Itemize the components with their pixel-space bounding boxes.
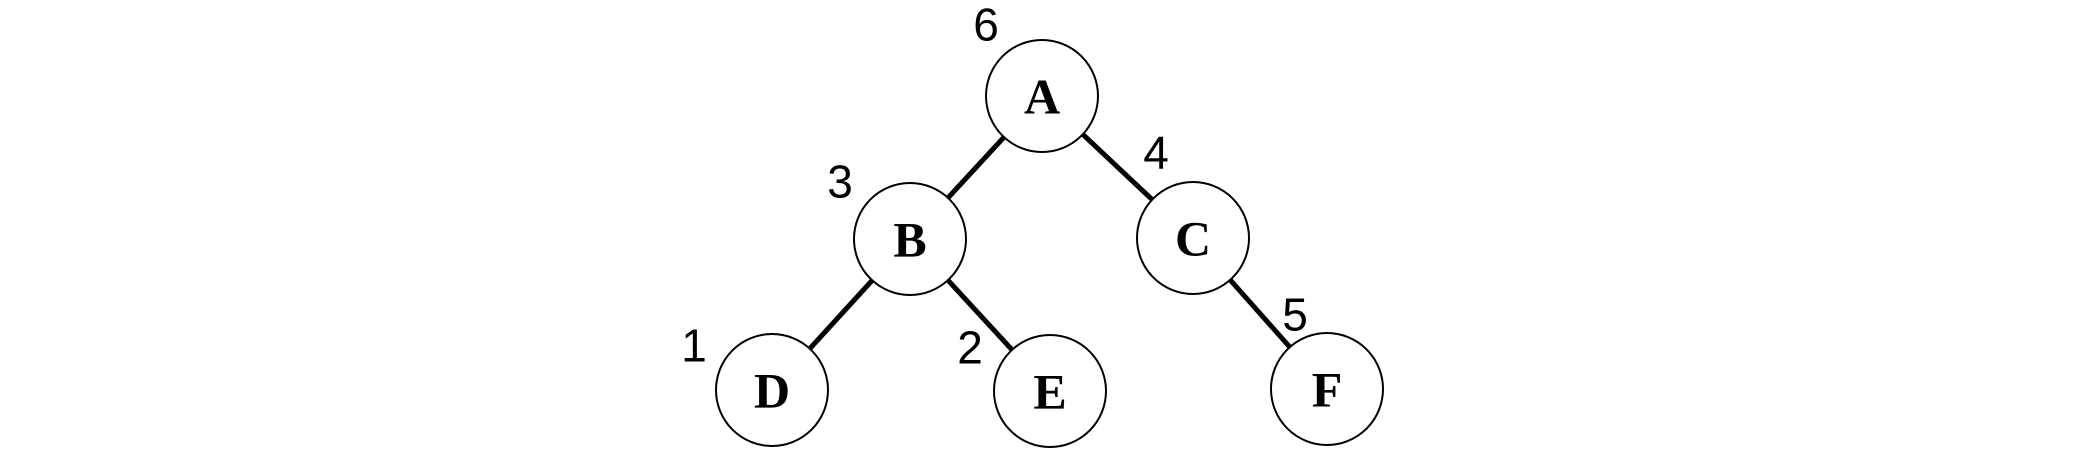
node-label-C: C	[1175, 211, 1211, 267]
node-label-E: E	[1033, 364, 1066, 420]
node-circle-E	[993, 334, 1107, 448]
node-label-B: B	[893, 212, 926, 268]
nodes-layer: A B C D E F	[715, 39, 1384, 448]
tree-node-C: C	[1136, 181, 1250, 295]
tree-node-D: D	[715, 333, 829, 447]
node-circle-A	[985, 39, 1099, 153]
node-circle-D	[715, 333, 829, 447]
order-label-E: 2	[957, 322, 983, 374]
tree-node-E: E	[993, 334, 1107, 448]
tree-node-A: A	[985, 39, 1099, 153]
tree-node-B: B	[853, 182, 967, 296]
order-label-C: 4	[1143, 127, 1169, 179]
node-circle-F	[1270, 332, 1384, 446]
order-label-B: 3	[827, 156, 853, 208]
order-labels-layer: 6 3 4 1 2 5	[681, 0, 1308, 374]
node-label-D: D	[754, 363, 790, 419]
node-circle-C	[1136, 181, 1250, 295]
order-label-F: 5	[1282, 289, 1308, 341]
order-label-D: 1	[681, 320, 707, 372]
order-label-A: 6	[973, 0, 999, 51]
node-label-A: A	[1024, 69, 1060, 125]
node-label-F: F	[1312, 362, 1343, 418]
node-circle-B	[853, 182, 967, 296]
tree-node-F: F	[1270, 332, 1384, 446]
